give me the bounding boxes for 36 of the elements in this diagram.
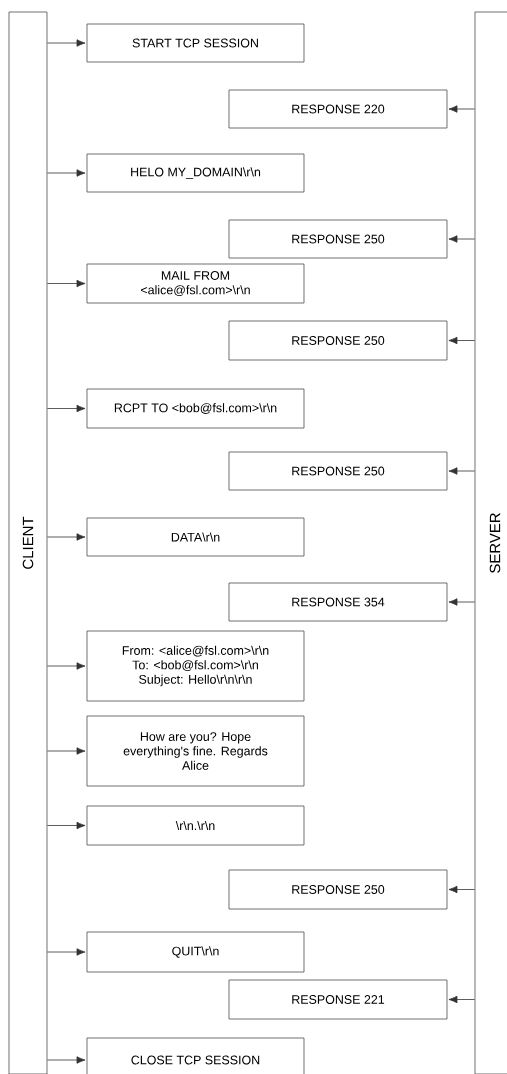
message-box: RESPONSE 250: [228, 451, 448, 491]
arrow: [448, 467, 475, 475]
arrow: [47, 404, 86, 413]
message-box: \r\n.\r\n: [86, 805, 305, 846]
message-box: RESPONSE 250: [228, 320, 448, 361]
arrow: [448, 235, 475, 243]
message-box: CLOSE TCP SESSION: [86, 1037, 305, 1074]
arrow: [47, 948, 86, 956]
arrow: [448, 336, 475, 345]
arrow: [448, 995, 475, 1004]
arrow: [448, 885, 475, 894]
arrow: [47, 662, 86, 670]
message-box: RCPT TO <bob@fsl.com>\r\n: [86, 388, 305, 429]
arrow: [47, 747, 86, 755]
arrow: [47, 39, 86, 47]
arrow: [47, 533, 86, 541]
lifeline-band: CLIENT: [8, 11, 48, 1074]
message-box: START TCP SESSION: [86, 23, 305, 63]
message-box: RESPONSE 250: [228, 219, 448, 259]
message-box: RESPONSE 354: [228, 582, 448, 622]
message-box: RESPONSE 221: [228, 979, 448, 1020]
message-box: DATA\r\n: [86, 517, 305, 557]
arrow: [448, 598, 475, 606]
lifeline-band: SERVER: [474, 11, 507, 1074]
message-box: How are you? Hope everything's fine. Regards Alice: [86, 715, 305, 787]
message-box: MAIL FROM <alice@fsl.com>\r\n: [86, 263, 305, 304]
arrow: [47, 169, 86, 177]
arrow: [47, 279, 86, 288]
arrow: [47, 1056, 86, 1064]
message-box: From: <alice@fsl.com>\r\n To: <bob@fsl.com>\r\n Subject: Hello\r\n\r\n: [86, 630, 305, 702]
message-box: QUIT\r\n: [86, 931, 305, 973]
message-box: RESPONSE 220: [228, 89, 448, 129]
message-box: RESPONSE 250: [228, 869, 448, 910]
message-box: HELO MY_DOMAIN\r\n: [86, 153, 305, 193]
arrow: [47, 821, 86, 830]
arrow: [448, 105, 475, 113]
